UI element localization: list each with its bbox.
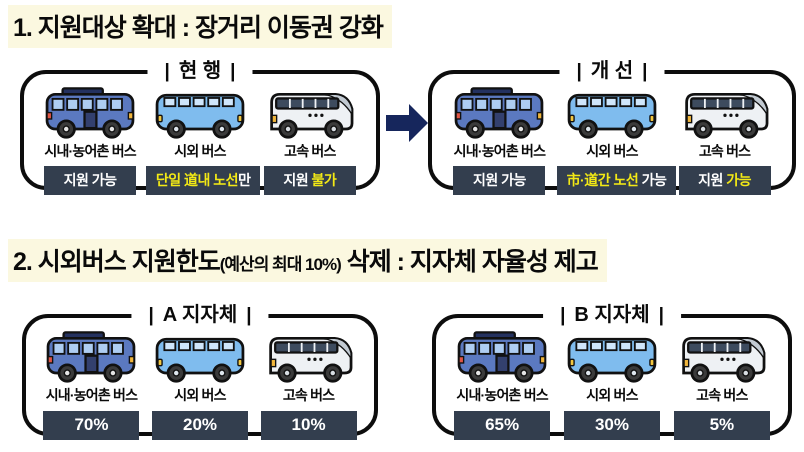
- status-badge: 지원 가능: [453, 166, 546, 195]
- city-bus-icon: [453, 87, 545, 140]
- current-box-header-label: 현 행: [178, 60, 222, 82]
- section1-title: 1. 지원대상 확대 : 장거리 이동권 강화: [8, 5, 392, 48]
- header-bar-icon: |: [576, 61, 582, 82]
- percentage-badge: 10%: [260, 411, 357, 440]
- intercity-bus-icon: [566, 87, 658, 140]
- current-box: | 현 행 | 시내·농어촌 버스 지원 가능 시외 버스 단일 道내 노선만 고속…: [20, 58, 380, 195]
- bus-name-label: 시외 버스: [174, 143, 226, 159]
- gov-a-express-bus-column: 고속 버스 10%: [255, 331, 362, 440]
- city-bus-icon: [456, 331, 548, 384]
- gov-b-city-bus-column: 시내·농어촌 버스 65%: [448, 331, 556, 440]
- bus-name-label: 시내·농어촌 버스: [456, 387, 548, 403]
- express-bus-icon: [676, 331, 768, 384]
- express-bus-icon: [264, 87, 356, 140]
- city-bus-icon: [44, 87, 136, 140]
- gov-a-box-header: | A 지자체 |: [131, 302, 269, 329]
- status-badge: 市·道간 노선 가능: [556, 166, 677, 195]
- city-bus-icon: [45, 331, 137, 384]
- bus-name-label: 고속 버스: [698, 143, 751, 159]
- header-bar-icon: |: [658, 305, 664, 326]
- status-badge: 지원 가능: [678, 166, 771, 195]
- current-express-bus-column: 고속 버스 지원 불가: [256, 87, 364, 195]
- gov-b-express-bus-column: 고속 버스 5%: [668, 331, 776, 440]
- header-bar-icon: |: [164, 61, 170, 82]
- status-text: 불가: [311, 172, 337, 188]
- header-bar-icon: |: [246, 305, 252, 326]
- bus-name-label: 고속 버스: [696, 387, 748, 403]
- bus-name-label: 시외 버스: [586, 387, 638, 403]
- status-text: 市·道간 노선: [566, 172, 639, 188]
- intercity-bus-icon: [566, 331, 658, 384]
- improved-box-header-label: 개 선: [590, 60, 634, 82]
- status-text: 지원 가능: [472, 172, 526, 188]
- gov-b-intercity-bus-column: 시외 버스 30%: [558, 331, 666, 440]
- header-bar-icon: |: [642, 61, 648, 82]
- gov-a-box: | A 지자체 | 시내·농어촌 버스 70% 시외 버스 20% 고속 버스 10…: [22, 302, 378, 440]
- gov-b-box-header: | B 지자체 |: [543, 302, 681, 329]
- gov-b-box: | B 지자체 | 시내·농어촌 버스 65% 시외 버스 30% 고속 버스 5%: [432, 302, 792, 440]
- status-badge: 지원 가능: [44, 166, 137, 195]
- header-bar-icon: |: [148, 305, 154, 326]
- gov-a-city-bus-column: 시내·농어촌 버스 70%: [38, 331, 145, 440]
- percentage-badge: 70%: [43, 411, 140, 440]
- bus-name-label: 고속 버스: [284, 143, 336, 159]
- percentage-badge: 20%: [152, 411, 248, 440]
- current-city-bus-column: 시내·농어촌 버스 지원 가능: [36, 87, 144, 195]
- express-bus-icon: [263, 331, 355, 384]
- header-bar-icon: |: [230, 61, 236, 82]
- percentage-badge: 65%: [454, 411, 551, 440]
- section2-title-paren: (예산의 최대 10%): [219, 255, 342, 274]
- improved-box-header: | 개 선 |: [559, 58, 665, 85]
- bus-name-label: 시외 버스: [586, 143, 638, 159]
- status-text: 가능: [726, 172, 752, 188]
- status-badge: 지원 불가: [263, 166, 356, 195]
- improved-box: | 개 선 | 시내·농어촌 버스 지원 가능 시외 버스 市·道간 노선 가능 고…: [428, 58, 796, 195]
- right-arrow-icon: [386, 104, 428, 142]
- status-text: 지원: [283, 172, 312, 188]
- intercity-bus-icon: [154, 331, 246, 384]
- status-text: 만: [238, 172, 251, 188]
- current-box-header: | 현 행 |: [147, 58, 253, 85]
- gov-b-box-header-label: B 지자체: [574, 304, 650, 326]
- percentage-badge: 5%: [673, 411, 770, 440]
- section2-title: 2. 시외버스 지원한도(예산의 최대 10%) 삭제 : 지자체 자율성 제고: [8, 239, 607, 282]
- intercity-bus-icon: [154, 87, 246, 140]
- improved-express-bus-column: 고속 버스 지원 가능: [669, 87, 780, 195]
- bus-name-label: 시내·농어촌 버스: [45, 387, 138, 403]
- bus-name-label: 시내·농어촌 버스: [453, 143, 546, 159]
- gov-a-intercity-bus-column: 시외 버스 20%: [147, 331, 254, 440]
- percentage-badge: 30%: [563, 411, 660, 440]
- status-badge: 단일 道내 노선만: [145, 166, 261, 195]
- current-intercity-bus-column: 시외 버스 단일 道내 노선만: [145, 87, 261, 195]
- bus-name-label: 시외 버스: [174, 387, 226, 403]
- improved-intercity-bus-column: 시외 버스 市·道간 노선 가능: [556, 87, 677, 195]
- status-text: 가능: [638, 172, 667, 188]
- express-bus-icon: [679, 87, 771, 140]
- improved-city-bus-column: 시내·농어촌 버스 지원 가능: [444, 87, 555, 195]
- header-bar-icon: |: [560, 305, 566, 326]
- bus-name-label: 시내·농어촌 버스: [44, 143, 136, 159]
- status-text: 지원 가능: [63, 172, 117, 188]
- section2-title-prefix: 2. 시외버스 지원한도: [13, 248, 221, 276]
- section2-title-suffix: 삭제 : 지자체 자율성 제고: [340, 248, 599, 276]
- gov-a-box-header-label: A 지자체: [162, 304, 238, 326]
- bus-name-label: 고속 버스: [282, 387, 335, 403]
- status-text: 단일 道내 노선: [155, 172, 239, 188]
- status-text: 지원: [698, 172, 727, 188]
